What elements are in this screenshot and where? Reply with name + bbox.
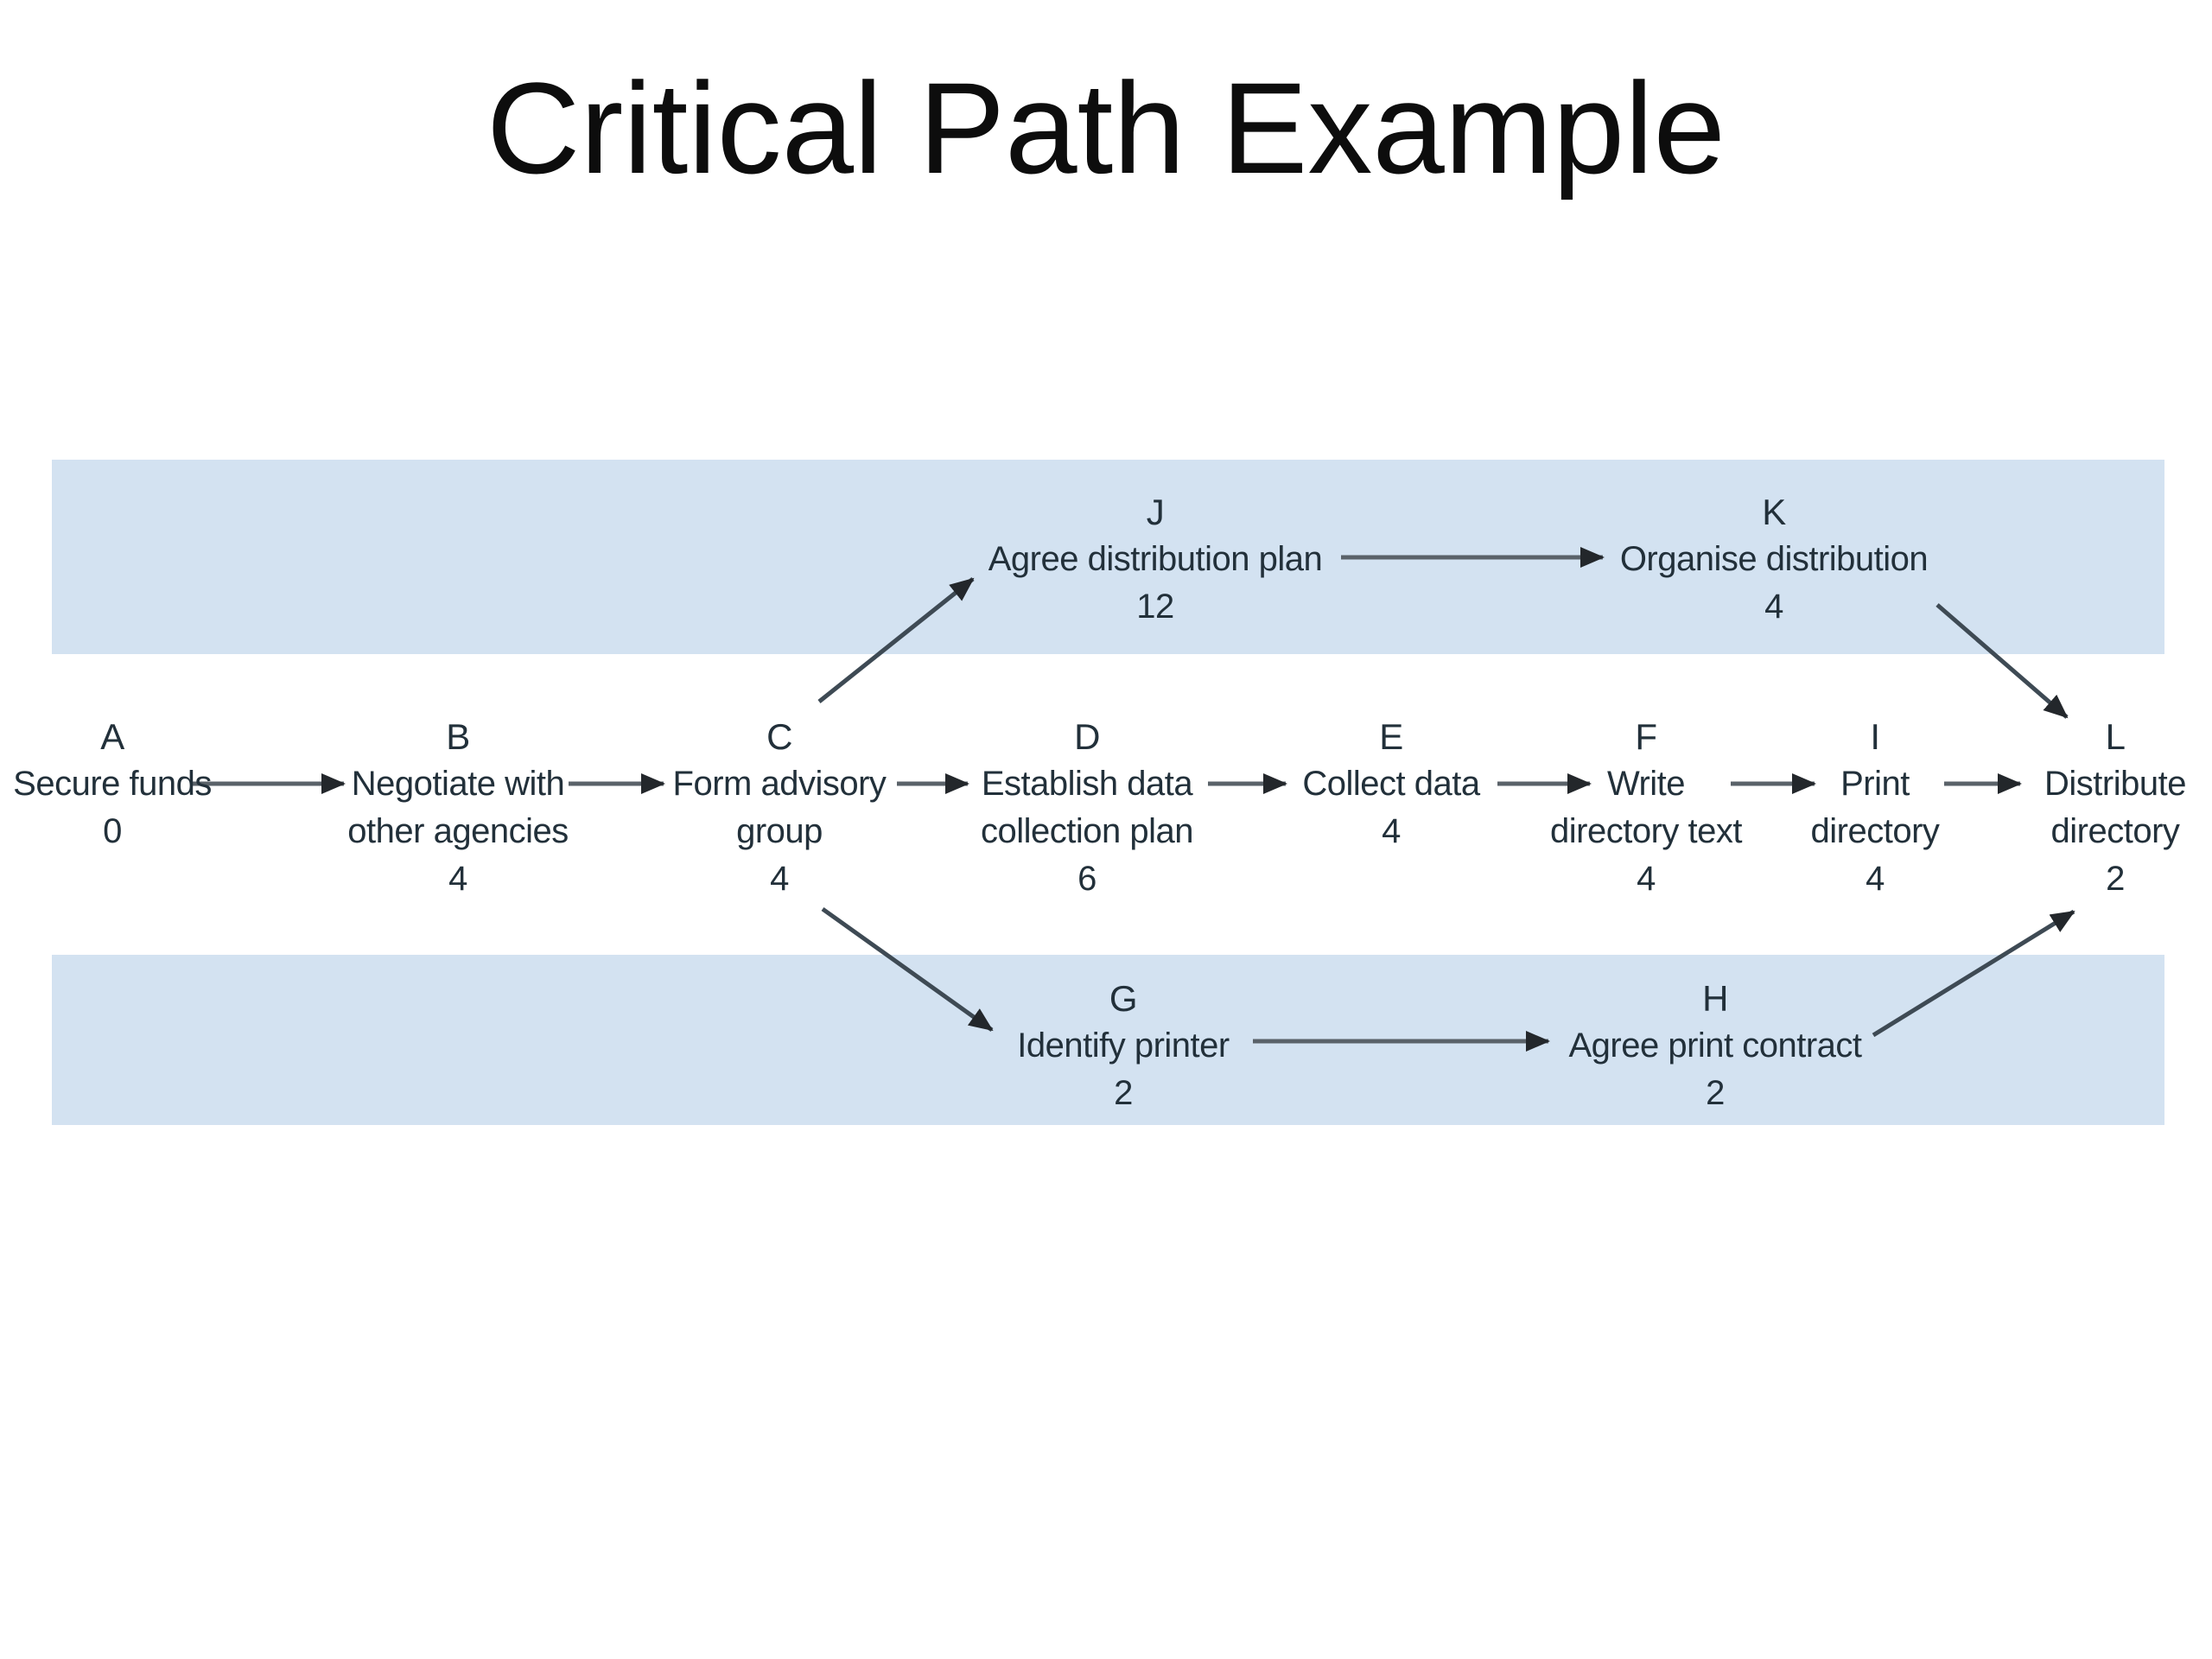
node-label: group [736, 812, 823, 850]
node-letter: J [1146, 492, 1165, 532]
node-duration: 4 [1764, 588, 1783, 626]
node-label: Identify printer [1017, 1027, 1230, 1065]
node-duration: 2 [1706, 1074, 1725, 1112]
node-label: directory [1810, 812, 1940, 850]
node-C: C Form advisory group 4 [615, 713, 944, 903]
node-duration: 4 [770, 860, 789, 898]
page-title: Critical Path Example [486, 55, 1726, 200]
node-J: J Agree distribution plan 12 [931, 488, 1380, 631]
node-label: directory [2050, 812, 2180, 850]
node-label: Agree print contract [1568, 1027, 1862, 1065]
node-label: directory text [1550, 812, 1742, 850]
node-letter: D [1074, 716, 1100, 757]
node-H: H Agree print contract 2 [1508, 975, 1923, 1117]
node-duration: 4 [448, 860, 467, 898]
node-label: Form advisory [672, 765, 887, 803]
node-letter: L [2105, 716, 2126, 757]
node-duration: 4 [1382, 812, 1401, 850]
node-E: E Collect data 4 [1244, 713, 1538, 855]
node-I: I Print directory 4 [1745, 713, 2005, 903]
node-label: Organise distribution [1619, 540, 1929, 578]
node-letter: B [446, 716, 470, 757]
node-label: Print [1840, 765, 1910, 803]
node-letter: F [1635, 716, 1657, 757]
node-duration: 2 [1114, 1074, 1133, 1112]
node-label: other agencies [347, 812, 569, 850]
node-letter: K [1762, 492, 1786, 532]
node-label: collection plan [981, 812, 1194, 850]
top-blue-band [52, 460, 2164, 654]
node-letter: I [1870, 716, 1880, 757]
node-letter: C [766, 716, 792, 757]
node-letter: G [1109, 978, 1138, 1019]
node-K: K Organise distribution 4 [1558, 488, 1990, 631]
node-B: B Negotiate with other agencies 4 [294, 713, 622, 903]
node-A: A Secure funds 0 [0, 713, 251, 855]
node-label: Negotiate with [351, 765, 565, 803]
node-duration: 6 [1077, 860, 1096, 898]
node-duration: 12 [1136, 588, 1174, 626]
node-F: F Write directory text 4 [1491, 713, 1802, 903]
node-label: Agree distribution plan [988, 540, 1323, 578]
bottom-blue-band [52, 955, 2164, 1125]
node-letter: A [100, 716, 124, 757]
node-duration: 0 [103, 812, 122, 850]
node-letter: E [1379, 716, 1403, 757]
node-label: Secure funds [13, 765, 212, 803]
node-duration: 4 [1637, 860, 1656, 898]
node-letter: H [1702, 978, 1728, 1019]
node-G: G Identify printer 2 [950, 975, 1296, 1117]
node-label: Distribute [2044, 765, 2186, 803]
node-L: L Distribute directory 2 [1968, 713, 2212, 903]
node-D: D Establish data collection plan 6 [914, 713, 1260, 903]
node-label: Establish data [981, 765, 1193, 803]
node-label: Write [1606, 765, 1686, 803]
node-duration: 4 [1866, 860, 1885, 898]
node-label: Collect data [1302, 765, 1480, 803]
node-duration: 2 [2106, 860, 2125, 898]
